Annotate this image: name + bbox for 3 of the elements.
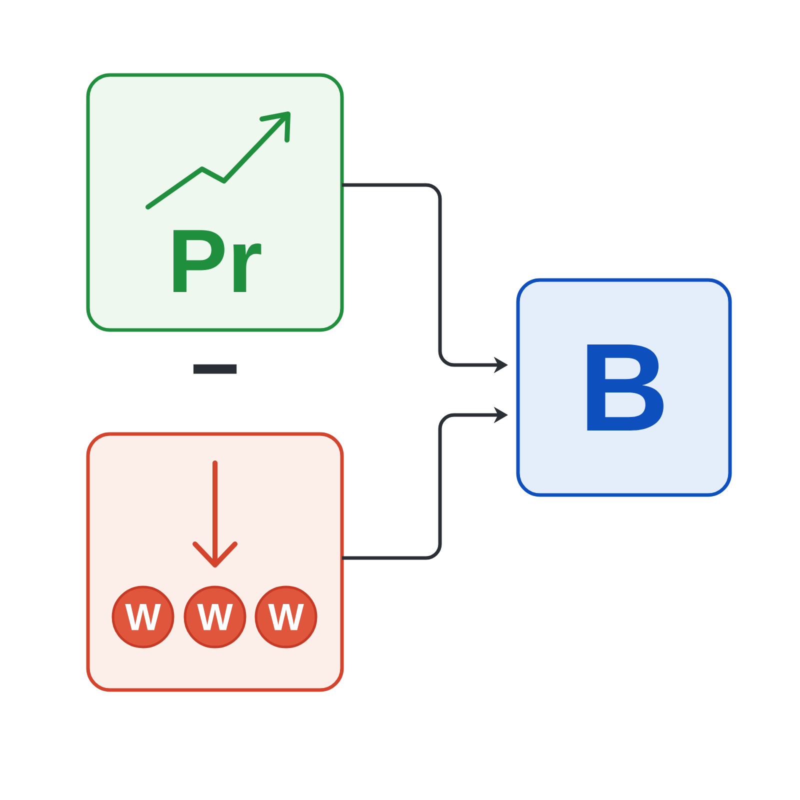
rounded-box: B	[516, 278, 732, 497]
rounded-box: Pr	[86, 73, 344, 332]
minus-sign: −	[193, 364, 237, 374]
